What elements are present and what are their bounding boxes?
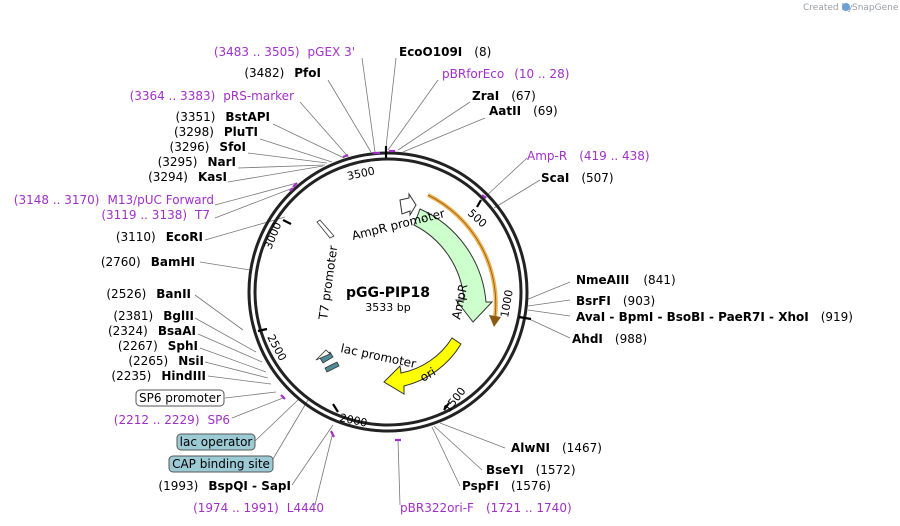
site-label: (2760)BamHI bbox=[101, 255, 195, 269]
left-site-labels: (3482)PfoI (3351)BstAPI (3298)PluTI (329… bbox=[101, 66, 321, 493]
site-label: (2265)NsiI bbox=[128, 354, 204, 368]
ori-feature[interactable] bbox=[383, 337, 462, 395]
site-label: ScaI(507) bbox=[541, 171, 614, 185]
site-label: AatII(69) bbox=[489, 104, 558, 118]
primer-label: pBR322ori-F(1721 .. 1740) bbox=[400, 501, 572, 515]
snapgene-credit: Created by SnapGene bbox=[803, 3, 899, 13]
primer-label: Amp-R(419 .. 438) bbox=[527, 149, 650, 163]
plasmid-name: pGG-PIP18 bbox=[346, 285, 430, 301]
site-label: (2235)HindIII bbox=[111, 369, 206, 383]
site-label: NmeAIII(841) bbox=[576, 273, 676, 287]
site-label: PspFI(1576) bbox=[462, 479, 551, 493]
primer-label: (3483 .. 3505)pGEX 3' bbox=[214, 45, 355, 59]
lac-operator-box: lac operator bbox=[176, 433, 256, 451]
site-label: (3110)EcoRI bbox=[116, 230, 203, 244]
credit-brand: SnapGene bbox=[852, 3, 899, 13]
primer-label: (1974 .. 1991)L4440 bbox=[193, 501, 324, 515]
site-label: EcoO109I(8) bbox=[399, 45, 491, 59]
site-label: (2324)BsaAI bbox=[108, 324, 196, 338]
site-label: (3295)NarI bbox=[158, 155, 236, 169]
primer-label: (3119 .. 3138)T7 bbox=[101, 208, 210, 222]
site-label: (2526)BanII bbox=[106, 287, 191, 301]
site-label: (3482)PfoI bbox=[244, 66, 321, 80]
site-label: (3296)SfoI bbox=[170, 140, 246, 154]
site-label: (2267)SphI bbox=[118, 339, 198, 353]
label-ori: ori bbox=[418, 365, 439, 385]
ampr-promoter-arrow bbox=[399, 192, 417, 217]
site-label: (2381)BglII bbox=[113, 309, 194, 323]
primer-label: (3364 .. 3383)pRS-marker bbox=[130, 89, 294, 103]
ampr-feature[interactable] bbox=[413, 208, 494, 323]
t7-promoter-arrow bbox=[316, 219, 335, 239]
primer-labels: (3483 .. 3505)pGEX 3' pBRforEco(10 .. 28… bbox=[14, 45, 650, 515]
sp6-promoter-box: SP6 promoter bbox=[135, 389, 225, 407]
site-label: ZraI(67) bbox=[472, 89, 536, 103]
tick-3500: 3500 bbox=[346, 164, 376, 183]
site-label: (3298)PluTI bbox=[174, 125, 258, 139]
leader-lines bbox=[194, 57, 571, 506]
ampr-orf-arrow bbox=[427, 193, 501, 327]
plasmid-backbone bbox=[247, 151, 529, 433]
right-site-labels: EcoO109I(8) ZraI(67) AatII(69) ScaI(507)… bbox=[399, 45, 853, 493]
label-lac-promoter: lac promoter bbox=[339, 341, 417, 371]
snapgene-logo-icon bbox=[842, 3, 850, 11]
site-label: AlwNI(1467) bbox=[511, 441, 602, 455]
primer-marks bbox=[280, 149, 487, 442]
site-label: (3294)KasI bbox=[148, 170, 227, 184]
label-t7-promoter: T7 promoter bbox=[316, 245, 340, 322]
site-label: BseYI(1572) bbox=[486, 463, 576, 477]
site-label: (1993)BspQI - SapI bbox=[158, 479, 291, 493]
site-label: BsrFI(903) bbox=[576, 294, 655, 308]
backbone-ticks bbox=[257, 146, 532, 413]
primer-label: (3148 .. 3170)M13/pUC Forward bbox=[14, 193, 214, 207]
svg-text:SP6 promoter: SP6 promoter bbox=[139, 391, 221, 405]
cap-binding-site-box: CAP binding site bbox=[168, 455, 274, 473]
credit-prefix: Created by bbox=[803, 3, 853, 13]
plasmid-length: 3533 bp bbox=[365, 301, 410, 314]
site-label: (3351)BstAPI bbox=[176, 110, 270, 124]
tick-1000: 1000 bbox=[498, 289, 516, 319]
primer-label: pBRforEco(10 .. 28) bbox=[442, 67, 569, 81]
svg-text:CAP binding site: CAP binding site bbox=[172, 457, 270, 471]
lac-region-marks bbox=[315, 349, 340, 373]
plasmid-title: pGG-PIP18 3533 bp bbox=[346, 285, 430, 314]
svg-text:lac operator: lac operator bbox=[180, 435, 253, 449]
tick-2000: 2000 bbox=[338, 411, 368, 430]
site-label: AhdI(988) bbox=[572, 332, 647, 346]
boxed-features: SP6 promoter lac operator CAP binding si… bbox=[135, 389, 274, 473]
site-label: AvaI - BpmI - BsoBI - PaeR7I - XhoI(919) bbox=[576, 310, 853, 324]
primer-label: (2212 .. 2229)SP6 bbox=[114, 413, 230, 427]
